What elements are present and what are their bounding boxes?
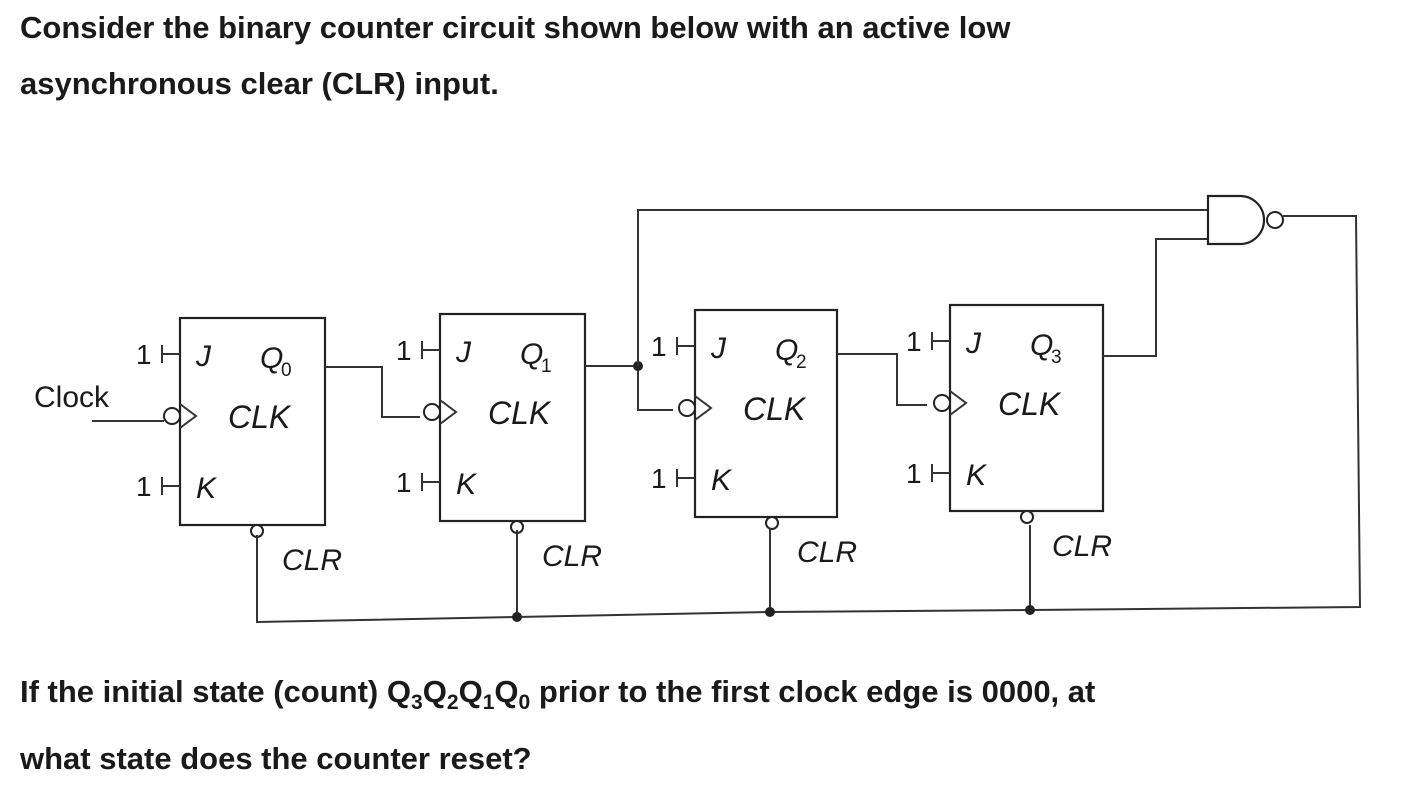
- ff1-box: [438, 312, 587, 523]
- ff0-q-subscript: 0: [281, 360, 292, 381]
- ff3-box: [948, 303, 1105, 513]
- question-intro-line2: asynchronous clear (CLR) input.: [20, 66, 499, 101]
- ff1-clk-label: CLK: [488, 395, 552, 431]
- ff0-k-tie-label: 1: [136, 471, 152, 502]
- ff2-q-label: Q: [775, 334, 798, 367]
- state-var-q0: Q0: [494, 674, 531, 715]
- ff3-clr-bubble: [1020, 510, 1034, 524]
- ff3-clr-label: CLR: [1052, 530, 1112, 563]
- wire-q1-to-nand: [637, 209, 1208, 366]
- ff3-q-label: Q: [1030, 329, 1053, 362]
- ff1-j-label: J: [455, 336, 472, 369]
- ff3-clk-bubble: [933, 394, 951, 412]
- ff0-clk-triangle-icon: [179, 403, 198, 429]
- ff0-q-label: Q: [260, 342, 283, 375]
- ff1-q-label: Q: [520, 338, 543, 371]
- ff3-j-label: J: [965, 327, 982, 360]
- ff1-clk-bubble: [423, 403, 441, 421]
- ff2-k-tie-label: 1: [651, 463, 667, 494]
- state-var-q3: Q3: [386, 674, 423, 715]
- ff3-q-subscript: 3: [1051, 347, 1062, 368]
- ff2-j-label: J: [710, 332, 727, 365]
- ff0-clk-label: CLK: [228, 399, 292, 435]
- clr-feedback-bus: [256, 215, 1362, 624]
- ff2-k-label: K: [711, 464, 733, 497]
- state-var-q2: Q2: [422, 674, 459, 715]
- ff0-j-label: J: [195, 340, 212, 373]
- question-intro: Consider the binary counter circuit show…: [20, 0, 1010, 112]
- ff2-clk-bubble: [678, 399, 696, 417]
- ff3-clk-triangle-icon: [949, 390, 968, 416]
- wire-q2-to-clk3: [837, 353, 927, 406]
- ff2-clr-label: CLR: [797, 536, 857, 569]
- wire-q0-to-clk1: [325, 366, 420, 418]
- ff3-k-tie-label: 1: [906, 458, 922, 489]
- junction-dot-clr2: [765, 607, 775, 617]
- ff2-clk-label: CLK: [743, 391, 807, 427]
- ff2-clk-triangle-icon: [694, 395, 713, 421]
- ff1-q-subscript: 1: [541, 356, 552, 377]
- ff2-clr-bubble: [765, 516, 779, 530]
- ff2-q-subscript: 2: [796, 352, 807, 373]
- ff0-box: [178, 316, 327, 527]
- ff0-k-label: K: [196, 472, 218, 505]
- question-intro-line1: Consider the binary counter circuit show…: [20, 10, 1011, 45]
- question-prompt-pre: If the initial state (count): [20, 674, 387, 709]
- ff2-j-tie-label: 1: [651, 331, 667, 362]
- question-prompt-post: prior to the first clock edge is 0000, a…: [530, 674, 1096, 709]
- junction-dot-clr1: [512, 612, 522, 622]
- ff3-clk-label: CLK: [998, 386, 1062, 422]
- question-prompt-line2: what state does the counter reset?: [20, 741, 532, 777]
- ff1-k-label: K: [456, 468, 478, 501]
- ff0-clr-label: CLR: [282, 544, 342, 577]
- ff3-k-label: K: [966, 459, 988, 492]
- ff1-k-tie-label: 1: [396, 467, 412, 498]
- wire-q3-to-nand: [1103, 238, 1208, 357]
- ff3-j-tie-label: 1: [906, 326, 922, 357]
- wire-q1-to-clk2: [585, 365, 673, 411]
- clock-label: Clock: [34, 381, 110, 414]
- nand-output-bubble: [1266, 211, 1284, 229]
- ff1-j-tie-label: 1: [396, 335, 412, 366]
- ff1-clr-label: CLR: [542, 540, 602, 573]
- state-var-q1: Q1: [458, 674, 495, 715]
- ff2-box: [693, 308, 839, 519]
- ff0-clk-bubble: [163, 407, 181, 425]
- nand-gate: [1206, 194, 1266, 246]
- question-prompt: If the initial state (count) Q3Q2Q1Q0 pr…: [20, 664, 1095, 787]
- ff1-clk-triangle-icon: [439, 399, 458, 425]
- junction-dot-clr3: [1025, 605, 1035, 615]
- ff0-j-tie-label: 1: [136, 339, 152, 370]
